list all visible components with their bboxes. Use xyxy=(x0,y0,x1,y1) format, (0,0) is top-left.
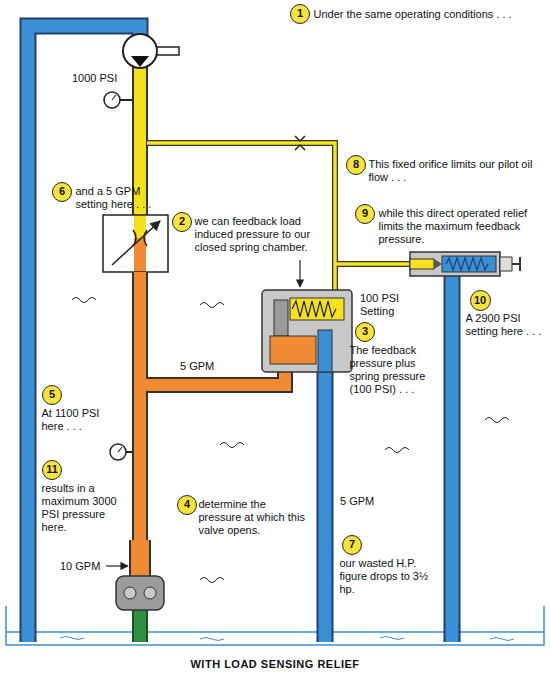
tank-wall xyxy=(6,606,544,645)
relief-poppet xyxy=(434,259,442,269)
callout-note: while this direct operated relief limits… xyxy=(379,207,541,246)
flow-label: 100 PSI Setting xyxy=(360,292,412,318)
valve-body xyxy=(262,290,352,372)
relief-spring xyxy=(446,258,488,270)
callout-number: 1 xyxy=(291,5,309,22)
pipe-outline xyxy=(132,608,148,642)
spring-chamber xyxy=(290,298,344,320)
callout-circle: 3The feedback pressure plus spring press… xyxy=(355,322,375,342)
callout-circle: 2we can feedback load induced pressure t… xyxy=(172,212,192,232)
drain-pipe xyxy=(446,272,459,642)
callout-note: results in a maximum 3000 PSI pressure h… xyxy=(42,482,124,534)
flow-control-box xyxy=(103,215,168,272)
pipe-outline xyxy=(28,26,140,642)
flow-label: 5 GPM xyxy=(180,360,214,373)
callout-note: At 1100 PSI here . . . xyxy=(42,407,117,433)
pipe-outline xyxy=(129,540,151,578)
callout-number: 11 xyxy=(43,461,61,478)
orifice-mark xyxy=(295,145,305,150)
callout-note: The feedback pressure plus spring pressu… xyxy=(350,344,440,396)
flow-label: 5 GPM xyxy=(340,495,374,508)
heat-mark xyxy=(200,578,224,583)
adjust-handle xyxy=(512,263,520,265)
heat-mark xyxy=(200,303,224,308)
flow-arrow xyxy=(106,565,128,566)
suction-pipe xyxy=(28,26,140,642)
callout-number: 6 xyxy=(53,183,71,200)
figure-caption: WITH LOAD SENSING RELIEF xyxy=(0,658,550,670)
callout-note: we can feedback load induced pressure to… xyxy=(195,215,325,254)
oil-surface xyxy=(6,631,544,633)
callout-number: 9 xyxy=(356,205,374,222)
gauge-stem xyxy=(126,451,133,453)
pump-symbol xyxy=(123,34,157,68)
valve-spring xyxy=(292,301,336,317)
callout-circle: 9while this direct operated relief limit… xyxy=(355,204,375,224)
callout-number: 5 xyxy=(43,386,61,403)
callout-circle: 11results in a maximum 3000 PSI pressure… xyxy=(42,460,62,480)
callout-note: A 2900 PSI setting here . . . xyxy=(466,312,544,338)
orifice-mark xyxy=(295,136,305,141)
heat-mark xyxy=(485,418,509,423)
relief-body xyxy=(410,252,500,276)
gauge-needle xyxy=(112,95,116,100)
oil-wave xyxy=(490,638,514,641)
return-pipes xyxy=(28,26,452,642)
pipe-outline xyxy=(444,272,461,642)
callout-number: 3 xyxy=(356,323,374,340)
callout-number: 7 xyxy=(343,536,361,553)
suction-pipe xyxy=(134,608,146,642)
callout-note: Under the same operating conditions . . … xyxy=(314,8,540,21)
callout-circle: 7our wasted H.P. figure drops to 3½ hp. xyxy=(342,535,362,555)
leader-arrow xyxy=(299,260,300,287)
drain-pipe xyxy=(319,360,332,642)
heat-mark xyxy=(385,448,409,453)
gauge-stem xyxy=(120,99,133,101)
callout-number: 10 xyxy=(471,291,490,309)
pressure-gauge xyxy=(110,444,126,460)
heat-mark xyxy=(220,443,244,448)
pipe-outline xyxy=(317,360,334,642)
relief-spring-chamber xyxy=(442,256,496,272)
load-pipe xyxy=(131,540,149,578)
pump-gear xyxy=(124,587,136,599)
callout-note: This fixed orifice limits our pilot oil … xyxy=(369,158,541,184)
callout-note: determine the pressure at which this val… xyxy=(199,498,309,537)
flow-label: 1000 PSI xyxy=(72,72,117,85)
callout-circle: 10A 2900 PSI setting here . . . xyxy=(470,290,491,311)
callout-circle: 1Under the same operating conditions . .… xyxy=(290,4,310,24)
callout-number: 2 xyxy=(173,213,191,230)
flow-label: 10 GPM xyxy=(60,560,100,573)
oil-wave xyxy=(380,637,404,640)
pressure-gauge xyxy=(104,92,120,108)
callout-note: and a 5 GPM setting here . . . xyxy=(76,185,164,211)
pump-body xyxy=(116,576,164,610)
relief-inlet xyxy=(410,259,434,269)
pump-triangle xyxy=(131,56,149,67)
adjust-screw xyxy=(500,257,512,271)
heat-mark xyxy=(72,298,96,303)
callout-circle: 6and a 5 GPM setting here . . . xyxy=(52,182,72,202)
callout-circle: 5At 1100 PSI here . . . xyxy=(42,385,62,405)
gauge-needle xyxy=(118,447,122,452)
adjust-handle xyxy=(519,257,521,271)
callout-number: 8 xyxy=(347,156,365,173)
callout-circle: 8This fixed orifice limits our pilot oil… xyxy=(346,155,366,175)
callout-circle: 4determine the pressure at which this va… xyxy=(177,495,197,515)
oil-wave xyxy=(200,638,224,641)
pump-gear xyxy=(144,587,156,599)
pressure-chamber xyxy=(270,336,316,364)
callout-note: our wasted H.P. figure drops to 3½ hp. xyxy=(340,557,440,596)
callout-number: 4 xyxy=(178,496,196,513)
adjust-arrow xyxy=(112,221,160,265)
pump-shaft xyxy=(157,47,179,55)
tank-port xyxy=(318,330,332,372)
valve-spool xyxy=(274,300,288,336)
oil-wave xyxy=(60,637,84,640)
